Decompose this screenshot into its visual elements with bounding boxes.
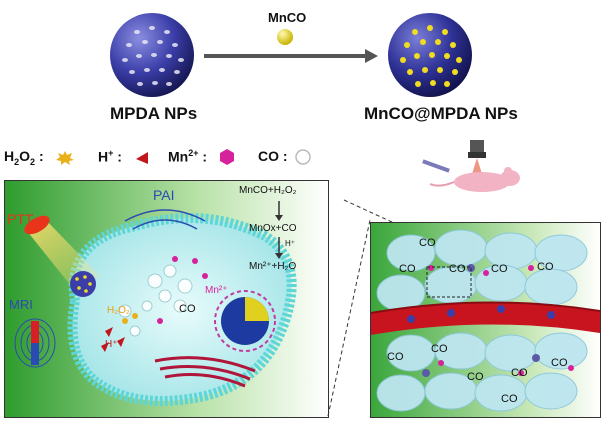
tumor-co-label: CO — [551, 357, 568, 369]
tumor-co-label: CO — [467, 371, 484, 383]
mpda-sphere — [107, 10, 197, 100]
hplus-icon — [134, 150, 150, 166]
tumor-co-label: CO — [431, 343, 448, 355]
tumor-co-label: CO — [419, 237, 436, 249]
co-icon — [294, 148, 312, 166]
legend-mn2: Mn2+ : — [168, 148, 208, 165]
mnco-particle — [276, 28, 294, 46]
pai-label: PAI — [153, 187, 175, 203]
tumor-panel: CO CO CO CO CO CO CO CO CO CO CO — [370, 222, 601, 418]
mpda-label: MPDA NPs — [110, 104, 198, 123]
mouse-illustration — [420, 138, 530, 198]
mnco-mpda-sphere — [385, 10, 475, 100]
synthesis-arrow — [200, 46, 380, 66]
tumor-co-label: CO — [491, 263, 508, 275]
mnco-mpda-label: MnCO@MPDA NPs — [364, 104, 518, 123]
legend-co: CO : — [258, 148, 288, 164]
legend-hplus: H+ : — [98, 148, 122, 165]
reaction-1: MnCO+H₂O₂ — [239, 185, 297, 196]
tumor-co-label: CO — [501, 393, 518, 405]
legend-h2o2: H2O2 : — [4, 148, 44, 167]
cell-mn2-label: Mn²⁺ — [205, 285, 228, 296]
tumor-co-label: CO — [399, 263, 416, 275]
arrow-label: MnCO — [268, 10, 307, 25]
cell-h2o2-label: H₂O₂ — [107, 305, 130, 316]
reaction-2: MnOx+CO — [249, 223, 297, 234]
ptt-label: PTT — [7, 211, 34, 227]
cell-co-label: CO — [179, 303, 196, 315]
tumor-co-label: CO — [449, 263, 466, 275]
cell-hplus-label: H⁺ — [105, 339, 118, 350]
mn2-icon — [218, 148, 236, 166]
reaction-arrow-label: H⁺ — [285, 239, 295, 248]
tumor-co-label: CO — [537, 261, 554, 273]
mri-label: MRI — [9, 297, 33, 312]
tumor-co-label: CO — [387, 351, 404, 363]
h2o2-icon — [55, 150, 75, 166]
tumor-co-label: CO — [511, 367, 528, 379]
reaction-3: Mn²⁺+H₂O — [249, 261, 297, 272]
zoom-lines — [300, 190, 460, 420]
cell-panel: PTT PAI MRI H₂O₂ H⁺ Mn²⁺ CO MnCO+H₂O₂ Mn… — [4, 180, 329, 418]
